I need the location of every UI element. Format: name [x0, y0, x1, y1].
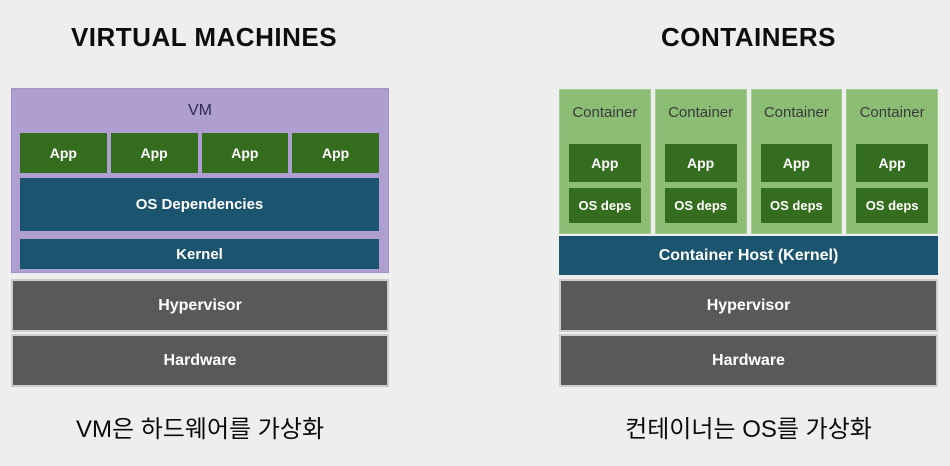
vm-caption: VM은 하드웨어를 가상화	[75, 416, 325, 443]
vm-app-box: App	[292, 133, 379, 173]
vm-apps-row: App App App App	[20, 133, 379, 173]
container-label: Container	[859, 104, 925, 121]
hardware-box-right: Hardware	[559, 334, 938, 387]
hypervisor-box-left: Hypervisor	[11, 279, 389, 332]
vm-app-box: App	[20, 133, 107, 173]
vm-label: VM	[188, 102, 212, 119]
kernel-box: Kernel	[20, 239, 379, 269]
container-osdeps-box: OS deps	[760, 188, 833, 223]
hardware-box-left: Hardware	[11, 334, 389, 387]
containers-title: CONTAINERS	[661, 22, 836, 52]
os-dependencies-box: OS Dependencies	[20, 178, 379, 231]
vm-app-box: App	[201, 133, 289, 173]
containers-caption: 컨테이너는 OS를 가상화	[625, 416, 872, 443]
container-label: Container	[668, 104, 734, 121]
container-app-box: App	[664, 144, 737, 182]
container-app-box: App	[569, 144, 641, 182]
container-host-kernel-box: Container Host (Kernel)	[559, 236, 938, 275]
container-box: Container App OS deps	[654, 89, 747, 234]
container-osdeps-box: OS deps	[856, 188, 928, 223]
container-label: Container	[763, 104, 829, 121]
container-osdeps-box: OS deps	[569, 188, 641, 223]
container-app-box: App	[760, 144, 833, 182]
containers-row: Container App OS deps Container App OS d…	[559, 89, 938, 234]
hypervisor-box-right: Hypervisor	[559, 279, 938, 332]
container-app-box: App	[856, 144, 928, 182]
container-osdeps-box: OS deps	[664, 188, 737, 223]
container-box: Container App OS deps	[559, 89, 651, 234]
vm-app-box: App	[110, 133, 198, 173]
container-box: Container App OS deps	[750, 89, 843, 234]
virtual-machines-title: VIRTUAL MACHINES	[70, 22, 338, 52]
vm-stack-box: VM App App App App OS Dependencies Kerne…	[11, 88, 389, 273]
container-box: Container App OS deps	[846, 89, 938, 234]
container-label: Container	[572, 104, 638, 121]
